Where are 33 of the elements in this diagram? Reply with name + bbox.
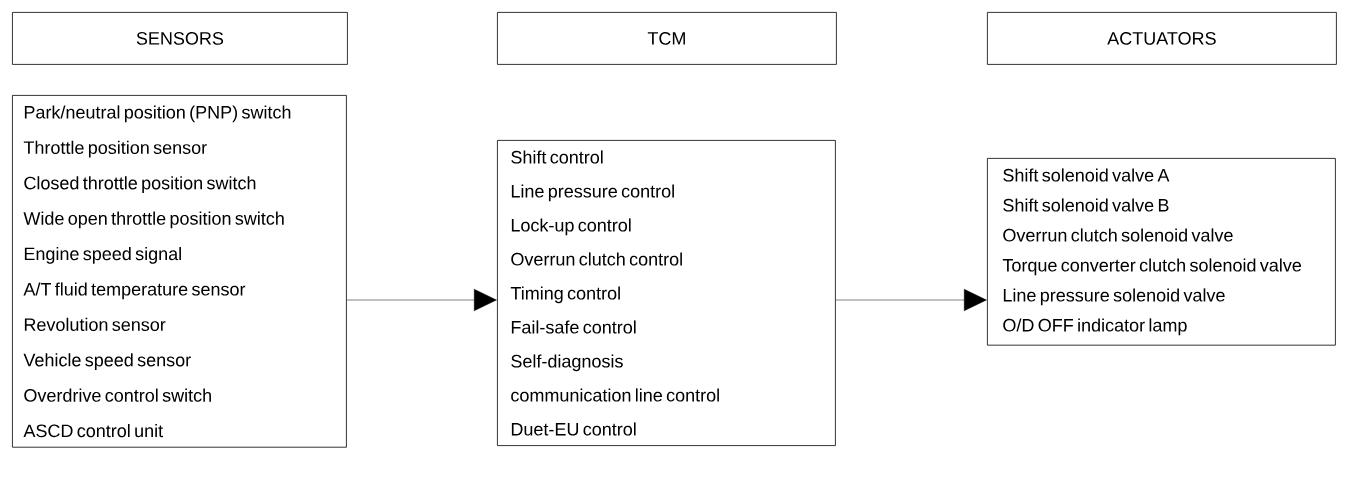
list-item: Shift solenoid valve B bbox=[1003, 198, 1169, 212]
list-item: Shift control bbox=[511, 150, 603, 164]
list-item: ASCD control unit bbox=[23, 424, 163, 438]
list-item: Line pressure control bbox=[511, 184, 674, 202]
list-item: Revolution sensor bbox=[24, 317, 166, 331]
list-item: Throttle position sensor bbox=[23, 140, 207, 158]
list-item: Lock-up control bbox=[511, 218, 631, 236]
list-item: Engine speed signal bbox=[24, 247, 181, 264]
list-item: Torque converter clutch solenoid valve bbox=[1002, 258, 1301, 276]
heading-box: TCM bbox=[497, 12, 837, 65]
list-item: Self-diagnosis bbox=[511, 354, 623, 372]
list-item: Timing control bbox=[510, 286, 620, 304]
list-item: Overrun clutch solenoid valve bbox=[1003, 228, 1233, 242]
list-item: Duet-EU control bbox=[511, 422, 636, 436]
list-item: Shift solenoid valve A bbox=[1003, 168, 1170, 182]
list-item: Wide open throttle position switch bbox=[23, 211, 284, 229]
list-item: communication line control bbox=[511, 388, 719, 402]
heading-box: ACTUATORS bbox=[987, 12, 1337, 65]
list-item: Fail-safe control bbox=[511, 320, 636, 334]
arrow bbox=[964, 289, 987, 311]
list-item: Line pressure solenoid valve bbox=[1003, 288, 1225, 306]
list-item: Park/neutral position (PNP) switch bbox=[24, 105, 291, 123]
list-item: Overdrive control switch bbox=[24, 388, 211, 402]
list-item: Closed throttle position switch bbox=[24, 176, 256, 193]
list-box bbox=[497, 140, 836, 446]
list-item: A/T fluid temperature sensor bbox=[23, 282, 246, 300]
list-item: Overrun clutch control bbox=[511, 252, 682, 266]
list-box bbox=[987, 158, 1336, 346]
list-item: Vehicle speed sensor bbox=[23, 353, 191, 370]
list-item: O/D OFF indicator lamp bbox=[1003, 318, 1187, 336]
heading-box: SENSORS bbox=[12, 12, 348, 65]
list-box bbox=[12, 95, 347, 448]
arrow bbox=[474, 289, 497, 311]
